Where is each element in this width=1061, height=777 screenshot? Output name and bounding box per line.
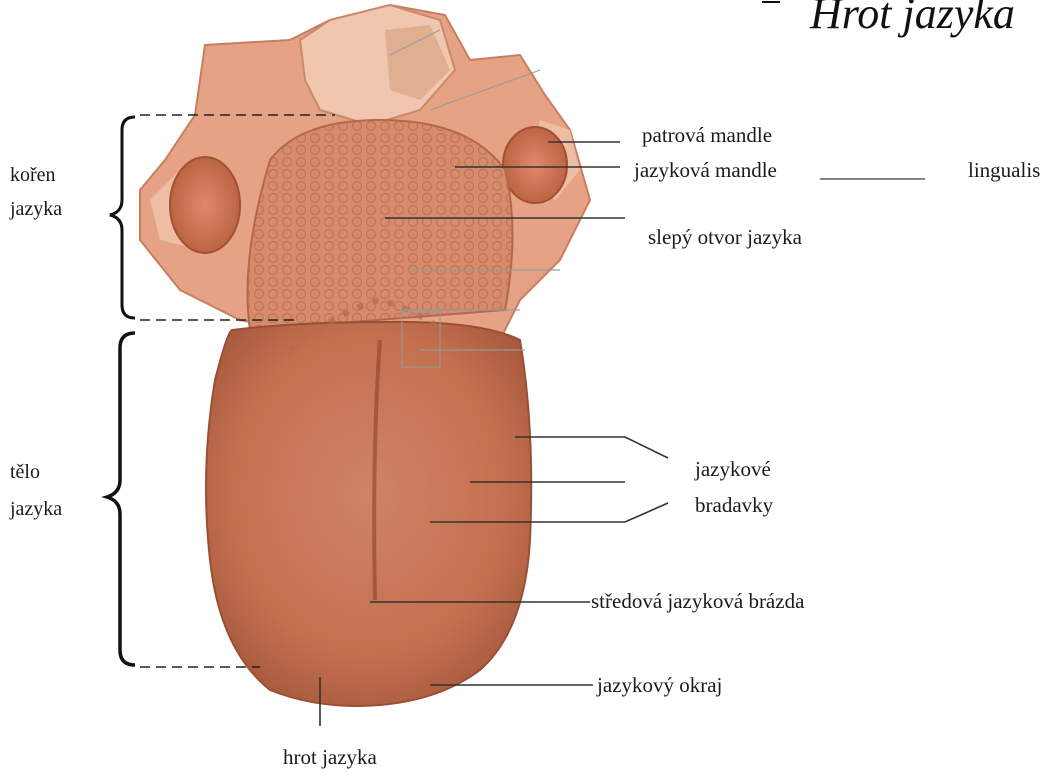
label-jazykove: jazykové: [695, 456, 771, 482]
right-palatine-tonsil: [503, 127, 567, 203]
page-title: Hrot jazyka: [810, 0, 1015, 39]
side-label-telo-2: jazyka: [10, 492, 62, 526]
side-label-koren-1: kořen: [10, 158, 56, 192]
label-lingualis-blank: __________: [820, 157, 925, 183]
label-hrot-jazyka: hrot jazyka: [283, 744, 377, 770]
label-patrova-mandle: patrová mandle: [642, 122, 772, 148]
label-jazykovy-okraj: jazykový okraj: [597, 672, 722, 698]
label-jazykova-mandle: jazyková mandle: [634, 157, 777, 183]
side-label-koren-2: jazyka: [10, 192, 62, 226]
lingual-tonsil-texture: [248, 120, 513, 330]
label-lingualis: lingualis: [968, 157, 1040, 183]
tongue-body: [206, 322, 531, 706]
label-slepy-otvor: slepý otvor jazyka: [648, 224, 802, 250]
label-stredova-brazda: středová jazyková brázda: [591, 588, 804, 614]
root-brace: [110, 117, 135, 318]
left-palatine-tonsil: [170, 157, 240, 253]
side-label-telo-1: tělo: [10, 455, 40, 489]
body-brace: [107, 333, 135, 665]
label-bradavky: bradavky: [695, 492, 773, 518]
